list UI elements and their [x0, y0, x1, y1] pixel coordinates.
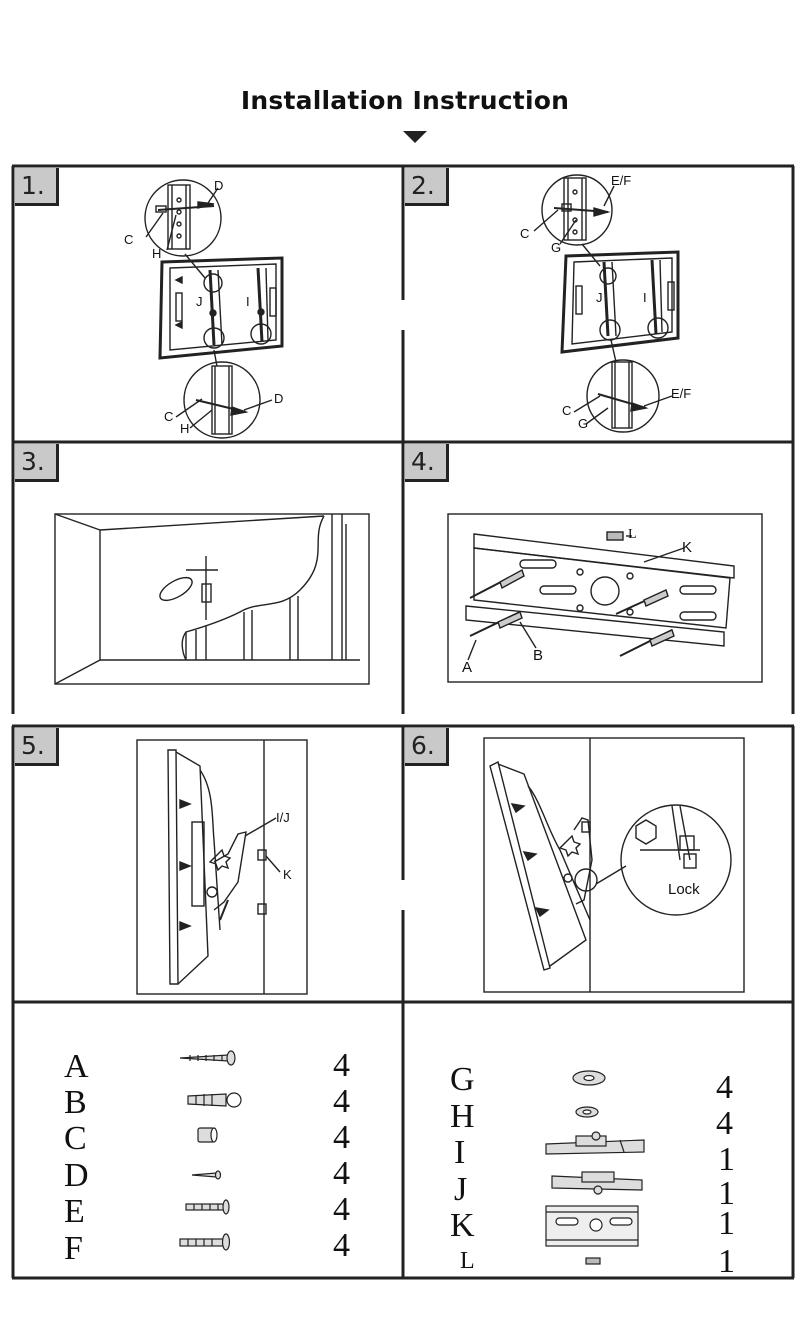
label-d: D — [274, 391, 283, 406]
step-number-2: 2. — [405, 168, 449, 206]
label-c: C — [124, 232, 133, 247]
label-ij: I/J — [276, 810, 290, 825]
bolt-icon — [185, 1199, 230, 1215]
part-quantity: 1 — [718, 1141, 735, 1178]
parts-list-right: G H I J K L 4 4 1 1 1 1 — [450, 1061, 735, 1280]
part-letter: I — [454, 1134, 465, 1171]
label-g: G — [551, 240, 561, 255]
step-6-labels: Lock — [668, 881, 700, 898]
label-c: C — [562, 403, 571, 418]
step-5-labels: I/J K — [276, 810, 292, 882]
part-letter: A — [64, 1048, 89, 1085]
label-h: H — [180, 421, 189, 436]
part-letter: L — [460, 1248, 475, 1274]
label-a: A — [462, 659, 472, 676]
part-quantity: 4 — [333, 1155, 350, 1192]
label-lock: Lock — [668, 881, 700, 898]
part-quantity: 1 — [718, 1243, 735, 1280]
short-screw-icon — [191, 1170, 222, 1180]
part-letter: E — [64, 1193, 85, 1230]
part-letter: G — [450, 1061, 475, 1098]
part-quantity: 4 — [333, 1047, 350, 1084]
label-h: H — [152, 246, 161, 261]
label-j: J — [196, 294, 203, 309]
step-4-diagram — [447, 513, 763, 683]
step-1-labels: D C H J I D C H — [124, 178, 283, 436]
label-d: D — [214, 178, 223, 193]
long-bolt-icon — [179, 1233, 231, 1251]
large-washer-icon — [572, 1070, 606, 1086]
label-b: B — [533, 647, 543, 664]
part-letter: K — [450, 1207, 475, 1244]
part-quantity: 4 — [333, 1191, 350, 1228]
part-quantity: 4 — [716, 1069, 733, 1106]
step-3-diagram — [54, 513, 370, 685]
tv-bracket-arm-icon — [545, 1131, 645, 1155]
step-6-diagram — [483, 737, 745, 993]
part-letter: J — [454, 1171, 467, 1208]
label-l: L — [628, 527, 637, 542]
label-j: J — [596, 290, 603, 305]
label-i: I — [246, 294, 250, 309]
part-quantity: 4 — [333, 1119, 350, 1156]
step-number-4: 4. — [405, 444, 449, 482]
parts-list-left: A B C D E F 4 4 4 4 4 4 — [64, 1047, 350, 1267]
step-2-diagram — [533, 174, 680, 433]
spacer-icon — [197, 1127, 218, 1143]
label-g: G — [578, 416, 588, 431]
wall-anchor-icon — [187, 1092, 242, 1108]
level-icon — [585, 1257, 601, 1265]
label-k: K — [682, 539, 692, 556]
step-number-5: 5. — [15, 728, 59, 766]
step-number-3: 3. — [15, 444, 59, 482]
part-letter: C — [64, 1120, 87, 1157]
label-ef: E/F — [611, 173, 631, 188]
part-letter: B — [64, 1084, 87, 1121]
step-number-6: 6. — [405, 728, 449, 766]
part-quantity: 4 — [716, 1105, 733, 1142]
step-5-diagram — [136, 739, 308, 995]
small-washer-icon — [575, 1106, 599, 1118]
label-ef: E/F — [671, 386, 691, 401]
grid-lines — [11, 164, 795, 1280]
label-c: C — [164, 409, 173, 424]
page-title: Installation Instruction — [240, 86, 570, 115]
step-1-diagram — [144, 179, 284, 439]
part-quantity: 1 — [718, 1175, 735, 1212]
long-screw-icon — [179, 1050, 236, 1066]
label-k: K — [283, 867, 292, 882]
wall-plate-icon — [545, 1205, 639, 1247]
step-number-1: 1. — [15, 168, 59, 206]
part-letter: F — [64, 1230, 83, 1267]
part-quantity: 1 — [718, 1205, 735, 1242]
tv-bracket-arm-icon — [551, 1171, 643, 1195]
part-letter: H — [450, 1098, 475, 1135]
part-letter: D — [64, 1157, 89, 1194]
part-quantity: 4 — [333, 1083, 350, 1120]
step-4-labels: L K A B — [462, 527, 692, 676]
step-2-labels: E/F C G J I E/F C G — [520, 173, 691, 431]
label-i: I — [643, 290, 647, 305]
down-arrow-icon — [403, 131, 427, 143]
label-c: C — [520, 226, 529, 241]
part-quantity: 4 — [333, 1227, 350, 1264]
